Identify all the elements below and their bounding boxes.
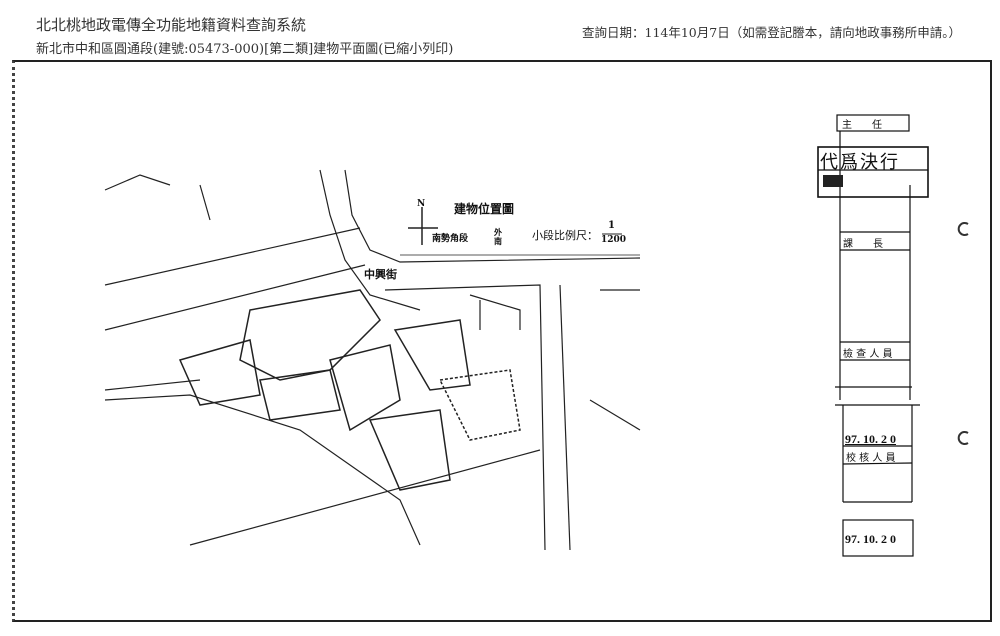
inspection-date: 97. 10. 2 0: [845, 432, 896, 446]
director-label: 主 任: [842, 120, 882, 131]
inspector-label: 檢 查 人 員: [843, 349, 893, 360]
scale-numerator: 1: [608, 220, 615, 231]
road-name: 中興街: [364, 268, 397, 281]
section-chief-label: 課 長: [843, 239, 883, 250]
delegated-decision-stamp: 代爲決行: [820, 152, 900, 173]
section-name: 南勢角段: [432, 234, 469, 244]
document-subtitle: 新北市中和區圓通段(建號:05473-000)[第二類]建物平面圖(已縮小列印): [36, 42, 454, 57]
punch-hole-icon: [957, 431, 969, 445]
north-label: N: [417, 199, 426, 209]
subsection-name: 外 南: [494, 227, 502, 246]
map-title: 建物位置圖: [454, 202, 515, 216]
system-title: 北北桃地政電傳全功能地籍資料查詢系統: [36, 16, 307, 34]
punch-hole-icon: [957, 222, 969, 236]
review-date: 97. 10. 2 0: [845, 532, 896, 546]
scale-denominator: 1200: [601, 235, 627, 245]
query-date: 查詢日期：114年10月7日（如需登記謄本，請向地政事務所申請。）: [582, 25, 961, 40]
reviewer-label: 校 核 人 員: [846, 453, 896, 464]
floor-plan-frame: [12, 60, 992, 622]
scale-label: 小段比例尺：: [532, 229, 598, 242]
